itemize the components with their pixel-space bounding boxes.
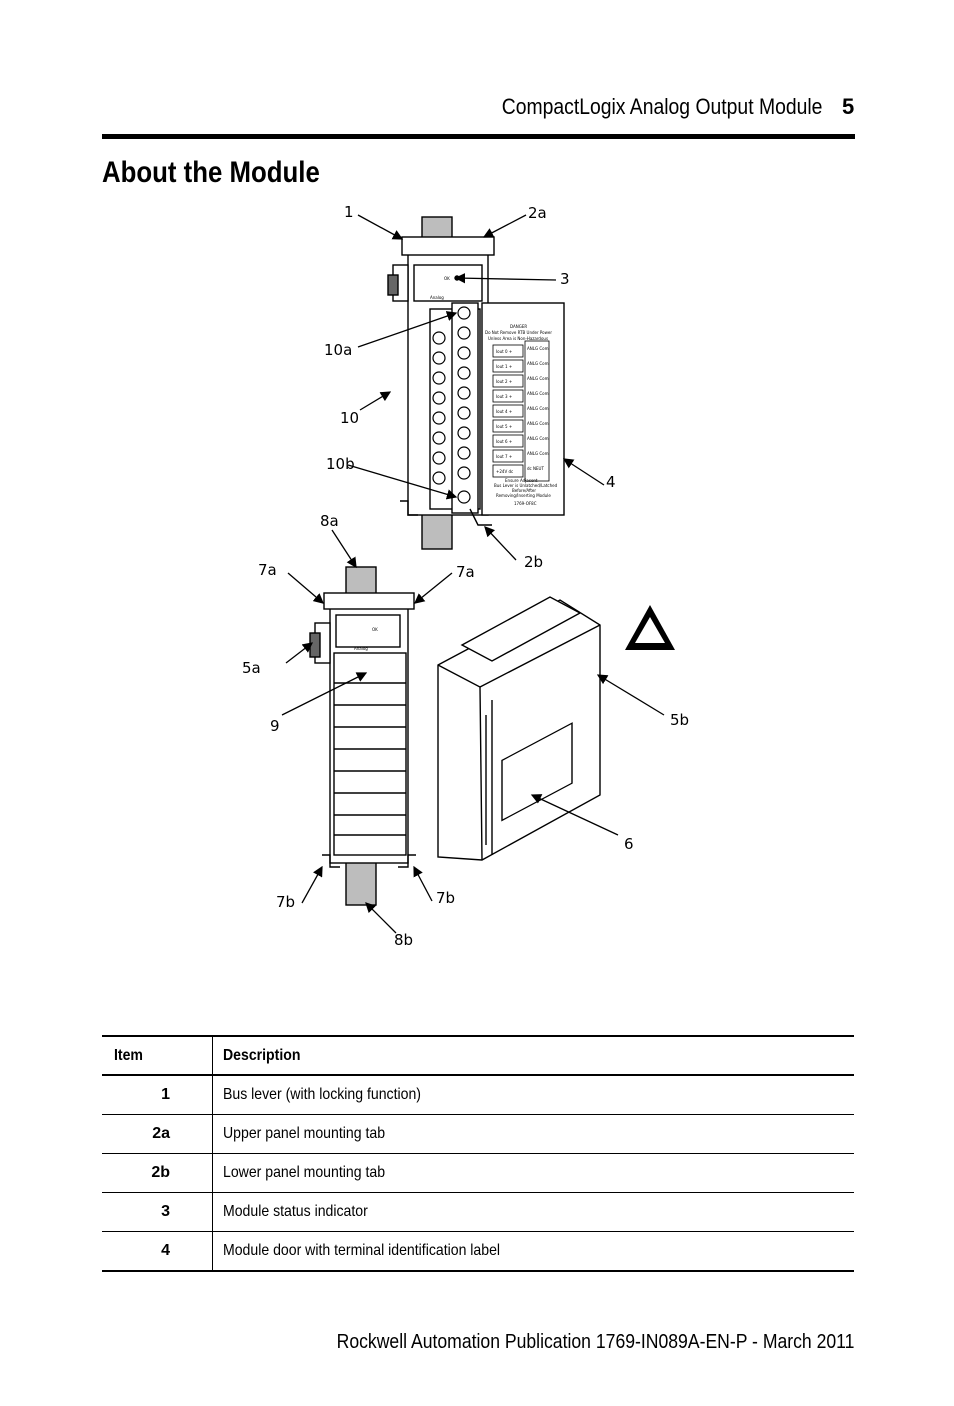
callout-4: 4: [606, 473, 616, 491]
common-label: ANLG Com: [527, 391, 549, 396]
description-cell: Lower panel mounting tab: [212, 1153, 854, 1193]
table-row: 3 Module status indicator: [102, 1192, 854, 1232]
description-cell: Module status indicator: [212, 1192, 854, 1232]
callout-5b: 5b: [670, 711, 689, 729]
common-label: dc NEUT: [527, 466, 544, 471]
danger-line: Unless Area is Non-Hazardous: [488, 336, 548, 341]
common-label: ANLG Com: [527, 451, 549, 456]
ok-label: OK: [372, 627, 378, 632]
terminal-screws: [432, 306, 471, 504]
description-cell: Upper panel mounting tab: [212, 1114, 854, 1154]
callout-1: 1: [344, 203, 354, 221]
callout-8a: 8a: [320, 512, 339, 530]
callout-10a: 10a: [324, 341, 352, 359]
item-cell: 4: [102, 1231, 213, 1272]
catalog-number: 1769-OF8C: [514, 501, 537, 506]
callout-2a: 2a: [528, 204, 547, 222]
callout-9: 9: [270, 717, 280, 735]
danger-line: Do Not Remove RTB Under Power: [485, 330, 552, 335]
item-cell: 2b: [102, 1153, 213, 1193]
callout-2b: 2b: [524, 553, 543, 571]
common-label: ANLG Com: [527, 376, 549, 381]
item-cell: 1: [102, 1075, 213, 1115]
section-title: About the Module: [102, 156, 320, 189]
callout-7b-right: 7b: [436, 889, 455, 907]
analog-label: Analog: [354, 646, 368, 651]
ok-label: OK: [444, 276, 450, 281]
channel-label: Iout 3 +: [496, 394, 512, 399]
esd-warning-icon: [625, 605, 675, 650]
running-header-title: CompactLogix Analog Output Module: [501, 94, 822, 119]
bottom-line: Bus Lever is Unlatched/Latched: [494, 483, 558, 488]
channel-label: Iout 1 +: [496, 364, 512, 369]
description-cell: Module door with terminal identification…: [212, 1231, 854, 1272]
callout-10b: 10b: [326, 455, 355, 473]
header-rule: [102, 134, 855, 139]
module-diagram: OK Analog DANGER Do Not Remove RTB Under…: [242, 203, 689, 949]
table-row: 4 Module door with terminal identificati…: [102, 1231, 854, 1272]
callout-7a-left: 7a: [258, 561, 277, 579]
analog-label: Analog: [430, 295, 444, 300]
table-row: 2a Upper panel mounting tab: [102, 1114, 854, 1154]
bottom-line: Before/After: [512, 488, 536, 493]
channel-label: Iout 7 +: [496, 454, 512, 459]
channel-label: Iout 4 +: [496, 409, 512, 414]
channel-label: +24V dc: [496, 469, 513, 474]
page-number: 5: [842, 94, 855, 119]
publication-footer: Rockwell Automation Publication 1769-IN0…: [336, 1331, 854, 1353]
callout-7a-right: 7a: [456, 563, 475, 581]
common-label: ANLG Com: [527, 421, 549, 426]
channel-label: Iout 0 +: [496, 349, 512, 354]
bottom-line: Removing/Inserting Module: [496, 493, 551, 498]
item-cell: 2a: [102, 1114, 213, 1154]
table-row: 2b Lower panel mounting tab: [102, 1153, 854, 1193]
common-label: ANLG Com: [527, 361, 549, 366]
danger-title: DANGER: [510, 324, 527, 329]
callout-8b: 8b: [394, 931, 413, 949]
channel-label: Iout 6 +: [496, 439, 512, 444]
column-header-description: Description: [212, 1035, 854, 1076]
callout-6: 6: [624, 835, 634, 853]
callout-10: 10: [340, 409, 359, 427]
channel-label: Iout 2 +: [496, 379, 512, 384]
column-header-item: Item: [102, 1035, 213, 1076]
common-label: ANLG Com: [527, 436, 549, 441]
common-label: ANLG Com: [527, 406, 549, 411]
item-description-table: Item Description 1 Bus lever (with locki…: [102, 1035, 854, 1272]
table-row: 1 Bus lever (with locking function): [102, 1075, 854, 1115]
callout-7b-left: 7b: [276, 893, 295, 911]
callout-5a: 5a: [242, 659, 261, 677]
description-cell: Bus lever (with locking function): [212, 1075, 854, 1115]
module-isometric: [437, 599, 601, 861]
item-cell: 3: [102, 1192, 213, 1232]
channel-label: Iout 5 +: [496, 424, 512, 429]
callout-3: 3: [560, 270, 570, 288]
common-label: ANLG Com: [527, 346, 549, 351]
table-header-row: Item Description: [102, 1035, 854, 1076]
bottom-line: Ensure Adjacent: [505, 478, 538, 483]
